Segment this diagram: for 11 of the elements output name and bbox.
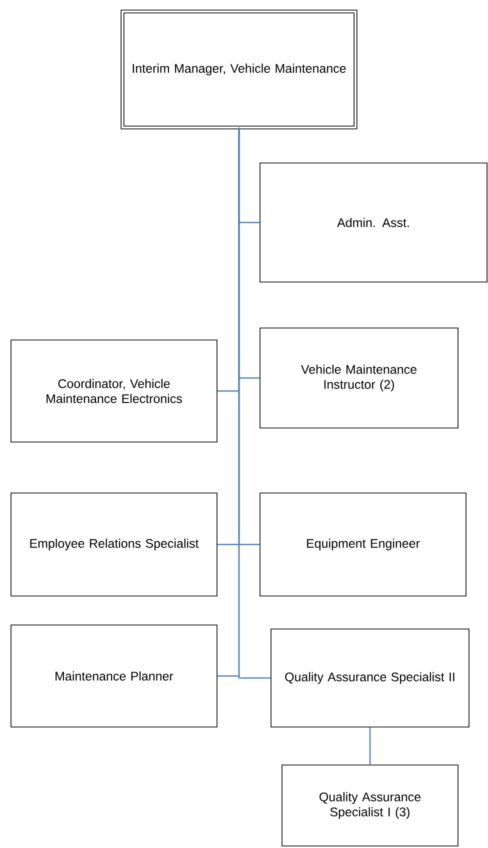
org-box: Quality Assurance Specialist II: [270, 628, 470, 728]
org-box: Quality Assurance Specialist I (3): [282, 764, 458, 846]
org-box: Interim Manager, Vehicle Maintenance: [120, 10, 358, 130]
org-box: Maintenance Planner: [10, 624, 218, 728]
org-box: Vehicle Maintenance Instructor (2): [260, 328, 458, 428]
connector-line: [238, 128, 271, 679]
org-box: Employee Relations Specialist: [10, 492, 218, 596]
org-box: Equipment Engineer: [260, 492, 466, 596]
connector-line: [369, 727, 371, 765]
org-box: Admin. Asst.: [260, 162, 488, 282]
org-box: Coordinator, Vehicle Maintenance Electronics: [10, 340, 218, 442]
